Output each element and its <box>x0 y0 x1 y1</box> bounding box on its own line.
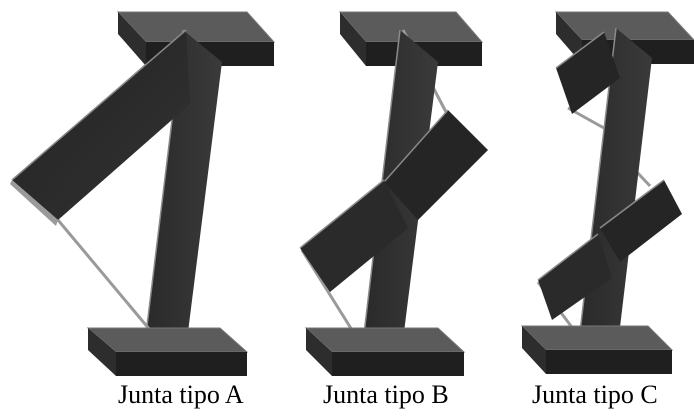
joint-b-bottom-plate <box>304 327 466 376</box>
joint-a <box>10 11 276 376</box>
caption-joint-c: Junta tipo C <box>532 380 658 409</box>
joint-c-brace-3 <box>537 233 612 320</box>
joint-c-bottom-plate <box>520 325 674 374</box>
joint-a-brace <box>10 29 190 331</box>
joint-b-lower-brace <box>299 179 408 292</box>
caption-joint-a: Junta tipo A <box>118 380 244 409</box>
joint-b-upper-brace <box>383 109 488 220</box>
joint-a-bottom-plate <box>86 327 249 376</box>
caption-joint-b: Junta tipo B <box>323 380 449 409</box>
joint-c-brace-2 <box>599 179 682 262</box>
joint-c-brace-1 <box>555 31 620 114</box>
joint-c <box>520 11 694 374</box>
joint-b <box>299 11 488 376</box>
